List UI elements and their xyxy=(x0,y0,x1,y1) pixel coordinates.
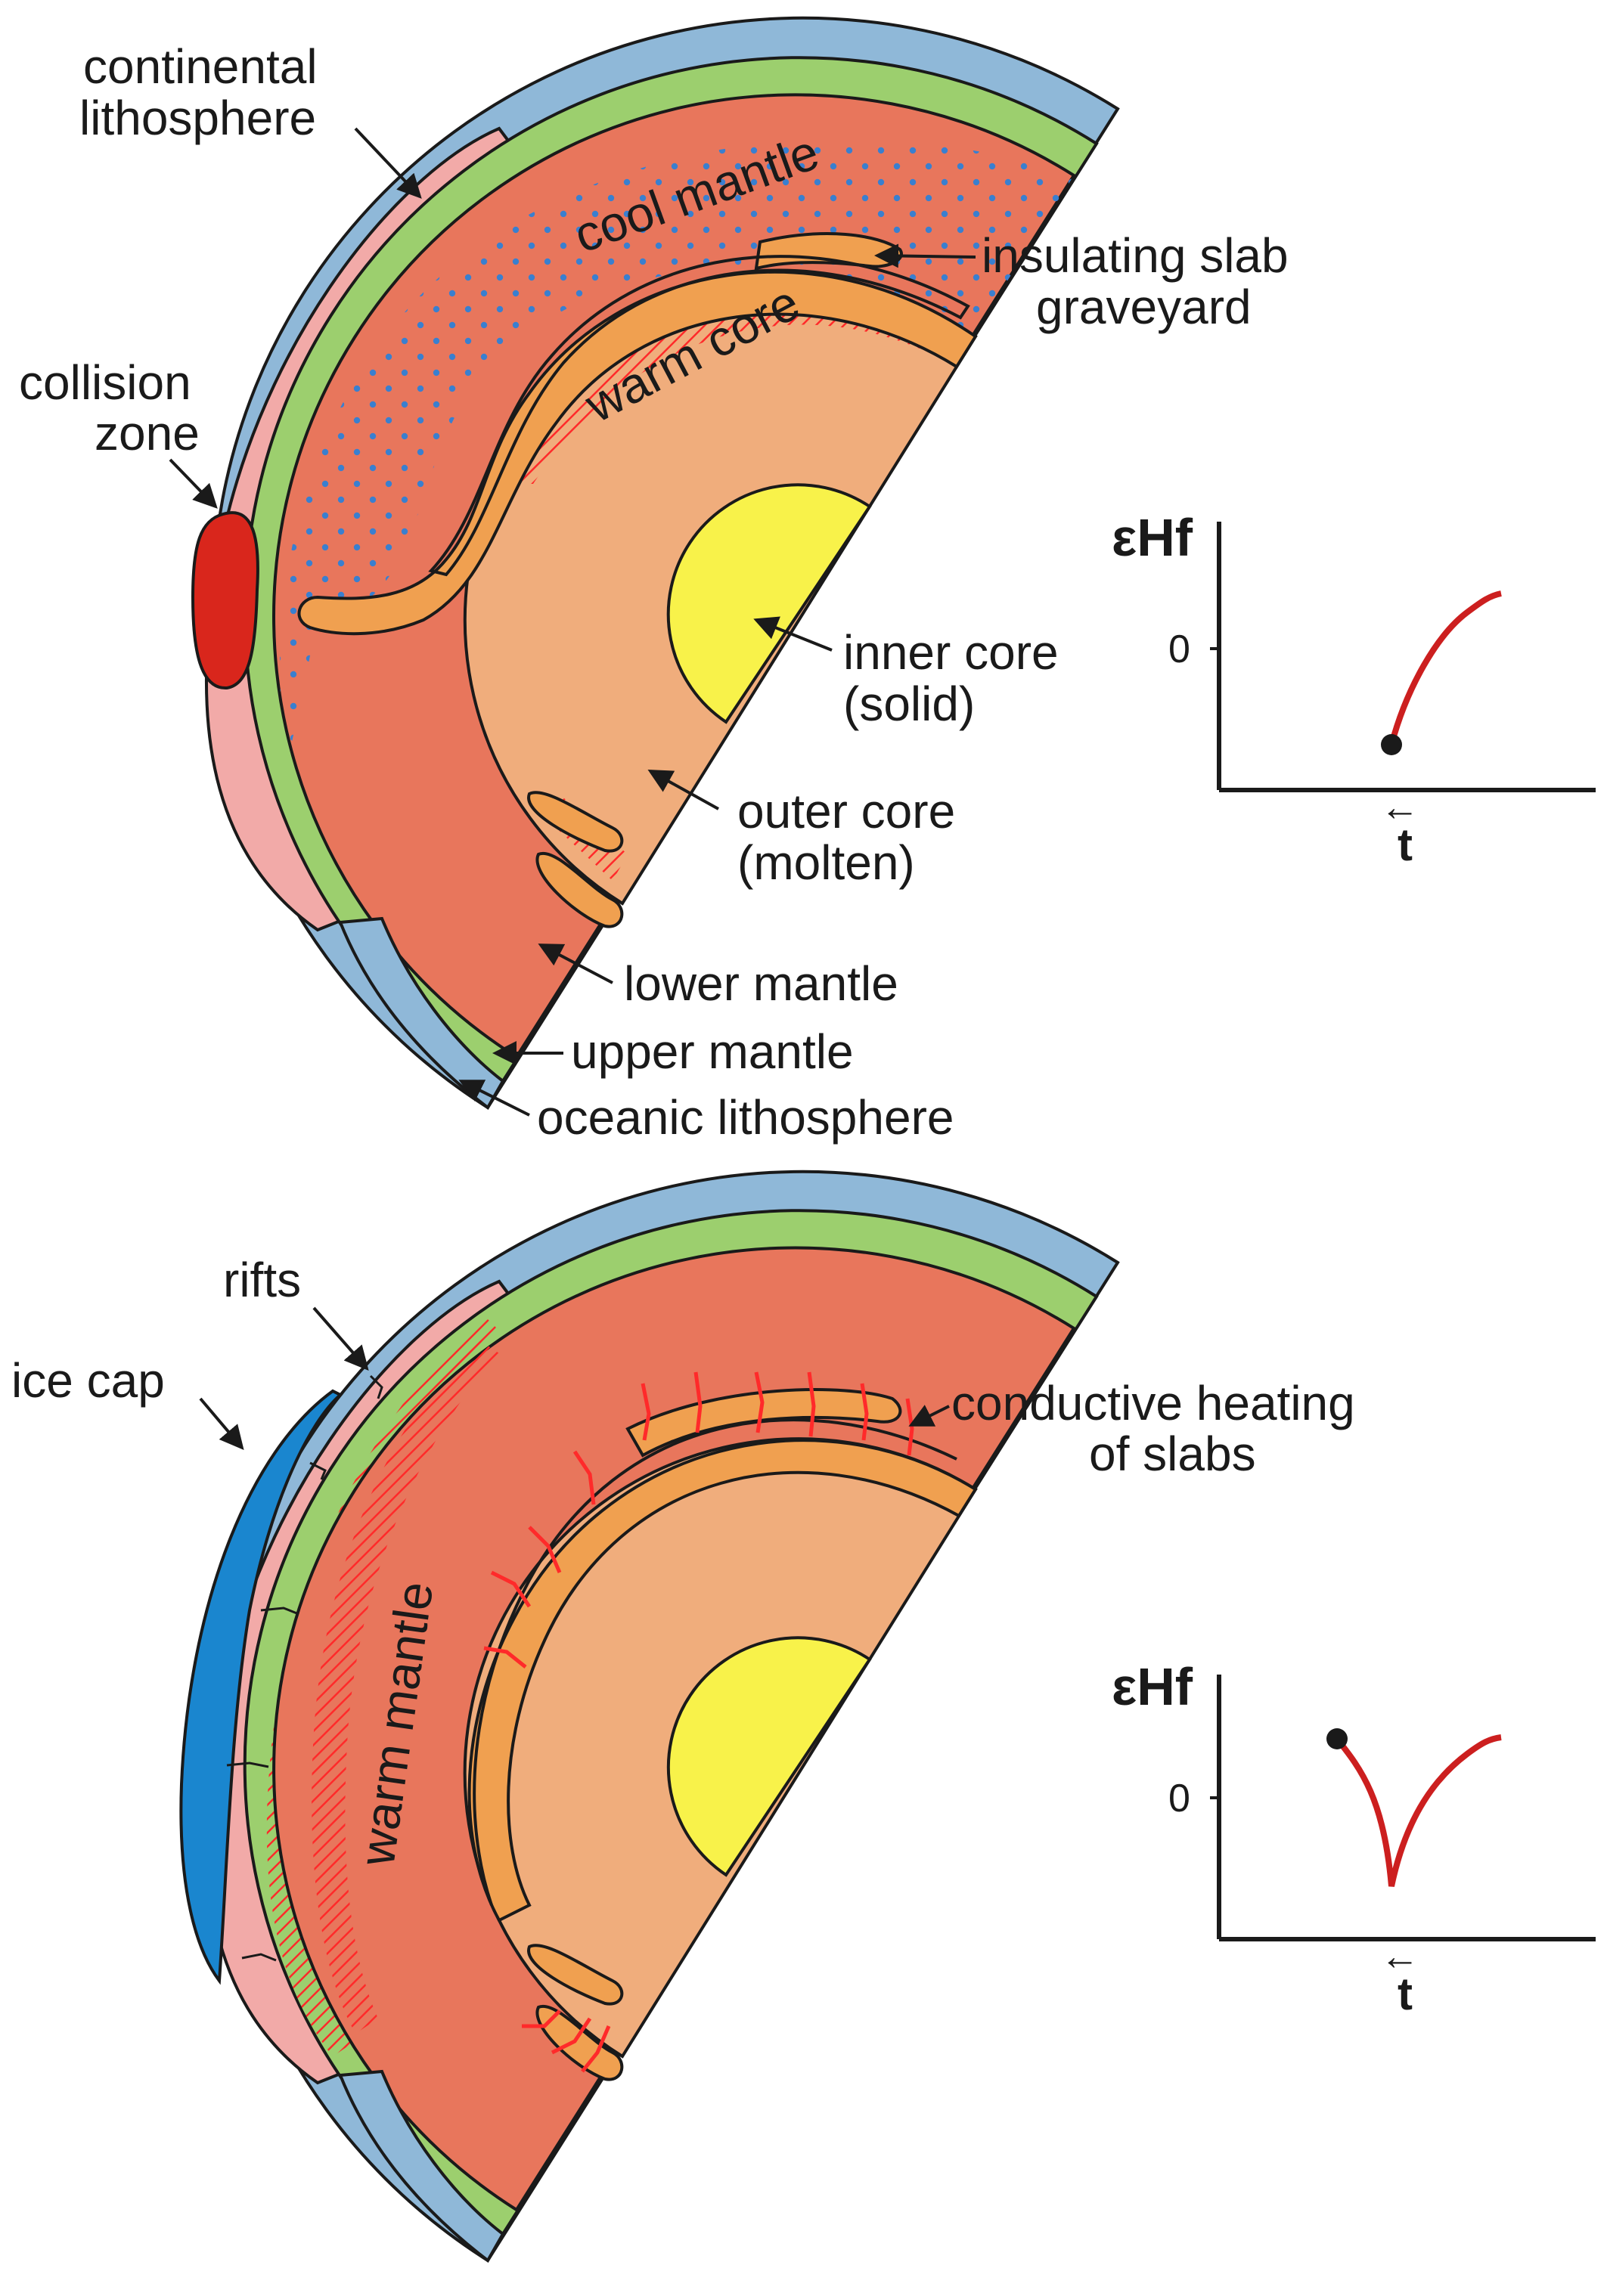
oceanic-lithosphere-arrow xyxy=(458,1080,530,1117)
collision-zone-blob xyxy=(191,511,259,690)
ice-cap-arrow xyxy=(199,1397,244,1451)
slab-small-2 xyxy=(535,851,624,928)
oceanic-lithosphere-lower xyxy=(338,916,505,1110)
collision-zone-label-2: zone xyxy=(95,406,200,460)
insulating-slab-arrow xyxy=(874,243,976,268)
top-panel: continental lithosphere collision zone c… xyxy=(19,16,1596,1145)
outer-core-label-2: (molten) xyxy=(737,835,915,890)
rift-cracks xyxy=(226,1374,383,1962)
conductive-heating-label-1: conductive heating xyxy=(951,1376,1355,1430)
bottom-ehf-graph: εHf 0 ← t xyxy=(1112,1657,1596,2019)
oceanic-lithosphere-label: oceanic lithosphere xyxy=(537,1090,954,1145)
conductive-heating-arrow xyxy=(908,1405,950,1427)
bottom-graph-time-arrow: ← xyxy=(1380,1935,1419,1978)
conductive-heating-lines xyxy=(483,1371,914,2073)
upper-mantle-label: upper mantle xyxy=(571,1024,854,1079)
bottom-graph-start-point xyxy=(1326,1728,1348,1749)
inner-core-label-2: (solid) xyxy=(843,677,975,731)
rifts-label: rifts xyxy=(223,1253,301,1307)
slab-graveyard-inner xyxy=(428,255,970,577)
slab-small-1 xyxy=(527,791,624,853)
bottom-graph-y-title: εHf xyxy=(1112,1657,1193,1716)
bottom-panel: rifts ice cap conductive heating of slab… xyxy=(11,1170,1596,2263)
bottom-graph-zero-label: 0 xyxy=(1168,1777,1190,1820)
top-ehf-graph: εHf 0 ← t xyxy=(1112,508,1596,870)
oceanic-lithosphere-lower-bottom xyxy=(338,2069,505,2263)
top-graph-y-title: εHf xyxy=(1112,508,1193,567)
bottom-graph-curve xyxy=(1334,1734,1502,1887)
conductive-heating-label-2: of slabs xyxy=(1089,1427,1256,1481)
ice-cap xyxy=(179,1389,343,1985)
lower-mantle-arrow xyxy=(538,943,613,984)
outer-core-arrow xyxy=(647,770,719,810)
inner-core-arrow xyxy=(753,616,833,652)
outer-core-label-1: outer core xyxy=(737,784,955,838)
inner-core xyxy=(666,483,872,724)
inner-core-bottom xyxy=(666,1636,872,1877)
bottom-graph-x-label: t xyxy=(1398,1969,1413,2019)
insulating-slab-label-2: graveyard xyxy=(1036,280,1252,334)
top-graph-zero-label: 0 xyxy=(1168,627,1190,671)
slab-graveyard-upper-bottom xyxy=(625,1388,902,1458)
top-graph-start-point xyxy=(1381,734,1402,755)
slab-band-bottom xyxy=(467,1439,978,1923)
continental-lithosphere-label-1: continental xyxy=(83,39,318,94)
top-graph-x-label: t xyxy=(1398,820,1413,870)
insulating-slab-label-1: insulating slab xyxy=(982,228,1289,283)
slab-small-2-bottom xyxy=(535,2004,624,2081)
slab-graveyard-upper xyxy=(754,232,903,271)
rifts-arrow xyxy=(312,1306,369,1371)
inner-core-label-1: inner core xyxy=(843,625,1059,680)
slab-band-bottom-outer xyxy=(473,1418,957,1906)
collision-zone-label-1: collision xyxy=(19,355,191,410)
continental-lithosphere-label-2: lithosphere xyxy=(79,91,316,145)
warm-core-hatch xyxy=(499,293,976,484)
slab-small-1-bottom xyxy=(527,1944,624,2006)
top-graph-time-arrow: ← xyxy=(1380,785,1419,829)
collision-zone-arrow xyxy=(169,458,218,509)
top-graph-curve xyxy=(1388,590,1502,746)
ice-cap-label: ice cap xyxy=(11,1353,165,1408)
continental-lithosphere-arrow xyxy=(354,127,422,199)
lower-mantle-label: lower mantle xyxy=(624,956,898,1011)
warm-mantle-hatch-inner xyxy=(312,1338,499,2034)
